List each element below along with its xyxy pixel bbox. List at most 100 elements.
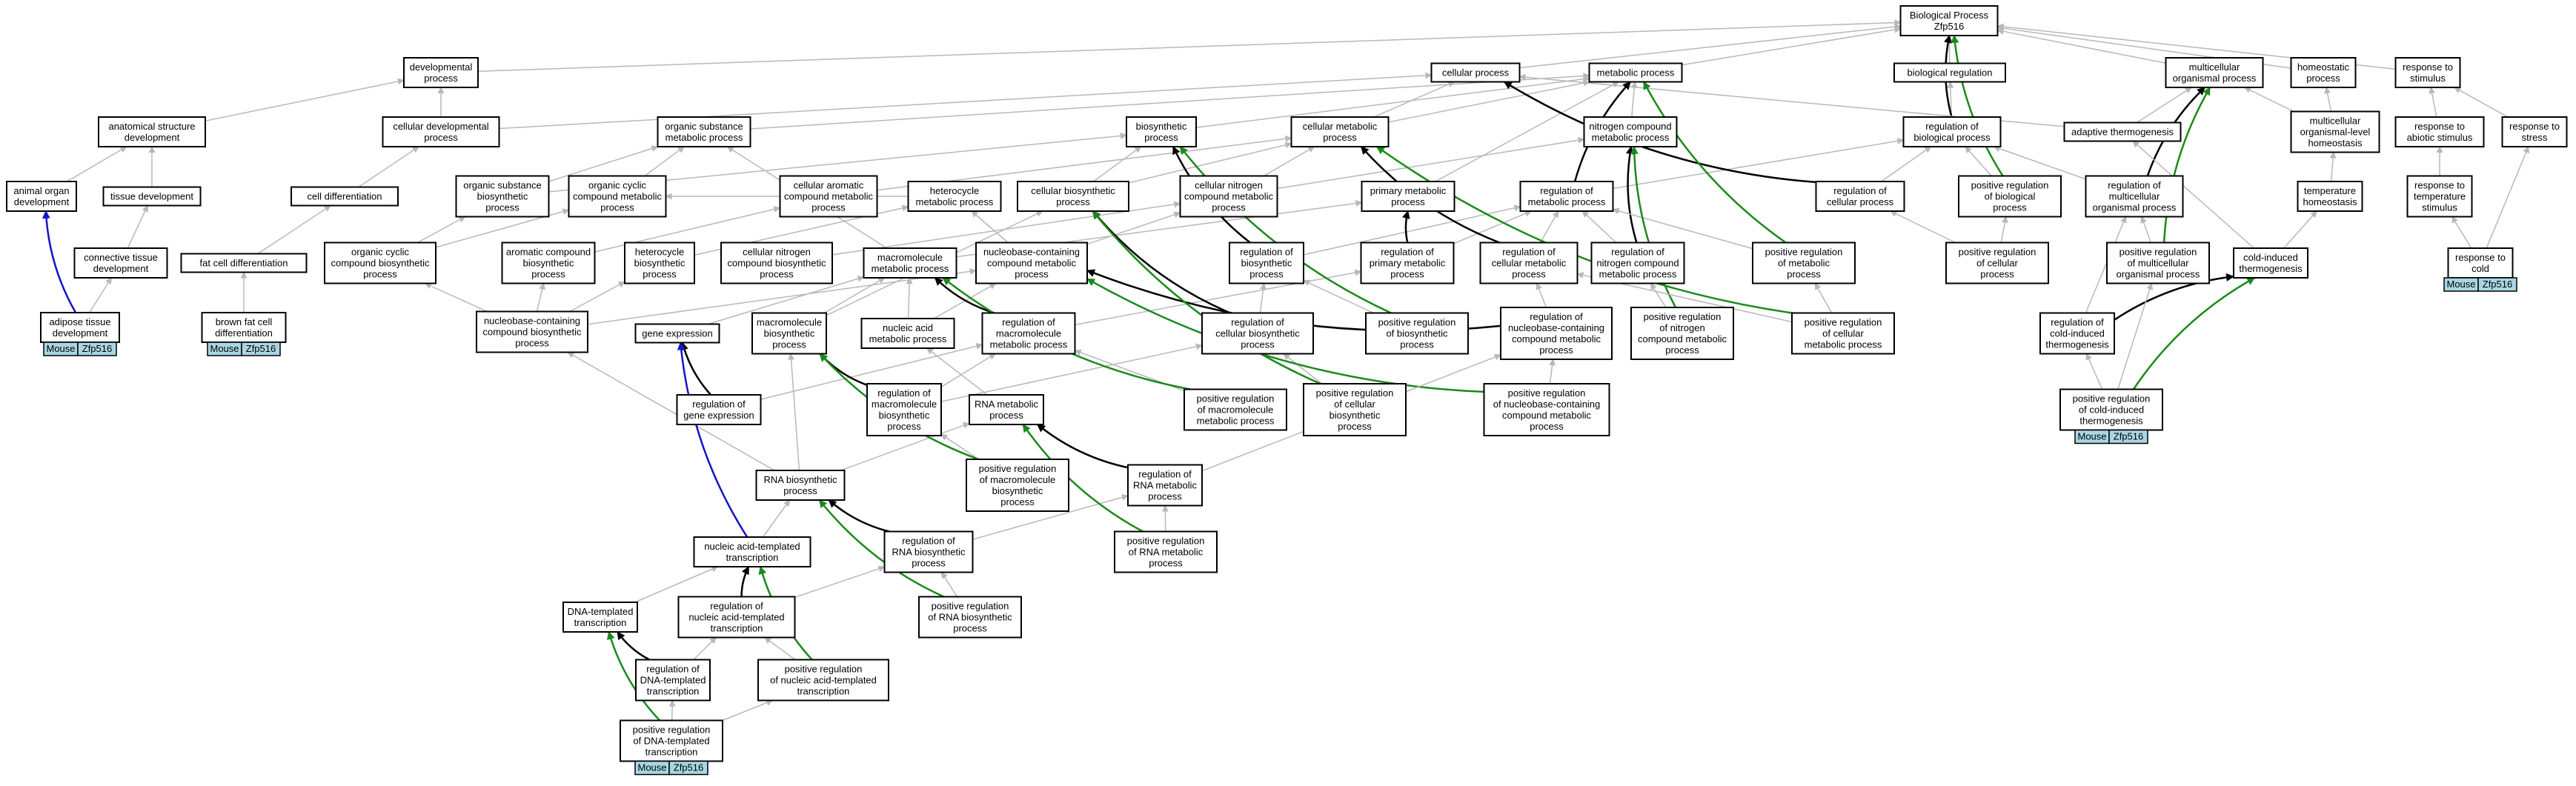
go-term-node-bioreg[interactable]: biological regulation (1893, 62, 2006, 83)
node-label-line: response to (2414, 121, 2465, 132)
node-label-line: positive regulation (1197, 393, 1275, 404)
edge-orgcycbio-to-orgsubbio (417, 216, 466, 244)
node-label-line: of biological (1985, 191, 2036, 202)
go-term-node-regmacrobio[interactable]: regulation ofmacromoleculebiosyntheticpr… (866, 383, 942, 436)
node-label-line: biosynthetic (992, 485, 1043, 496)
node-box (1893, 62, 2006, 83)
go-term-node-fatdiff[interactable]: fat cell differentiation (180, 253, 308, 273)
go-term-node-celldiff[interactable]: cell differentiation (291, 186, 399, 207)
edge-dev-to-bp (477, 19, 1902, 73)
go-term-node-adaptthermo[interactable]: adaptive thermogenesis (2063, 121, 2182, 142)
go-term-node-regnucleomet[interactable]: regulation ofnucleobase-containingcompou… (1500, 307, 1613, 360)
go-term-node-geneexp[interactable]: gene expression (634, 323, 720, 344)
node-label-line: macromolecule (757, 317, 822, 328)
node-label-line: compound biosynthetic (728, 258, 826, 269)
node-label-line: positive regulation (1765, 247, 1843, 258)
edge-posregbiosyn-to-biosyn (1179, 146, 1392, 314)
node-label-line: multicellular (2189, 61, 2240, 73)
node-box (2063, 121, 2182, 142)
go-term-node-cellproc[interactable]: cellular process (1430, 62, 1521, 83)
go-term-node-metab[interactable]: metabolic process (1588, 62, 1683, 83)
node-label-line: process (515, 338, 549, 349)
node-label-line: cold-induced (2050, 328, 2105, 339)
go-term-node-tissue[interactable]: tissue development (102, 186, 202, 207)
edge-posregmulti-to-regmulti (2140, 216, 2151, 243)
